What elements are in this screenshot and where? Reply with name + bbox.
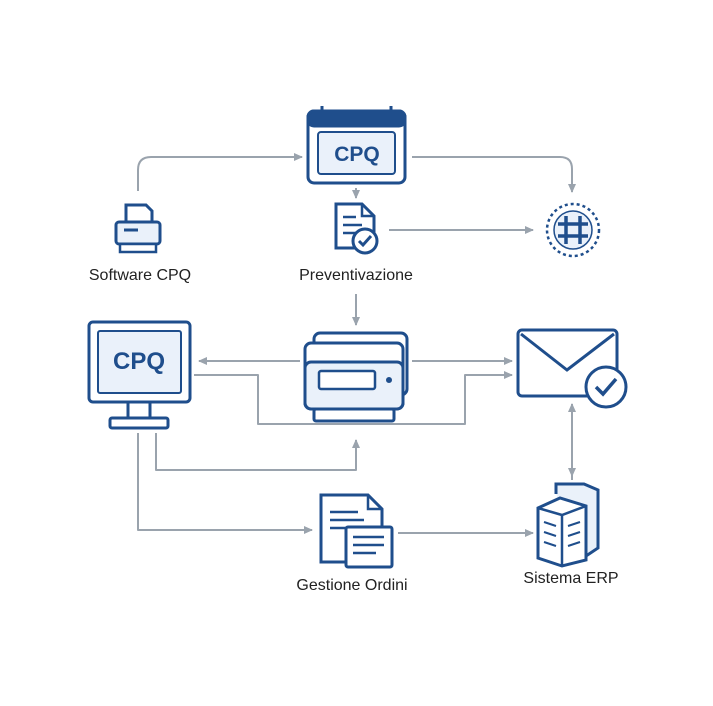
documents-icon: [319, 493, 394, 569]
printer-stack-icon: [303, 331, 409, 423]
connector-cpq-to-network: [412, 156, 576, 193]
label-software-cpq: Software CPQ: [88, 267, 192, 284]
printer-icon: [114, 203, 162, 254]
connector-software-to-cpq: [137, 153, 303, 191]
server-icon: [536, 482, 600, 568]
connector-monitor-loop: [194, 371, 513, 425]
label-sistema-erp: Sistema ERP: [523, 570, 619, 587]
cpq-monitor-title: CPQ: [113, 348, 165, 375]
connectors: [137, 153, 576, 537]
label-gestione-ordini: Gestione Ordini: [296, 577, 408, 594]
connector-monitor-to-ordini: [137, 433, 313, 534]
email-check-icon: [516, 328, 628, 409]
connector-monitor-to-printer-bottom: [155, 433, 360, 471]
cpq-window-title: CPQ: [334, 143, 380, 166]
monitor-icon: [87, 320, 192, 430]
label-preventivazione: Preventivazione: [299, 267, 413, 284]
document-check-icon: [334, 202, 379, 255]
calendar-window-icon: [306, 106, 407, 185]
network-hash-icon: [545, 202, 601, 258]
